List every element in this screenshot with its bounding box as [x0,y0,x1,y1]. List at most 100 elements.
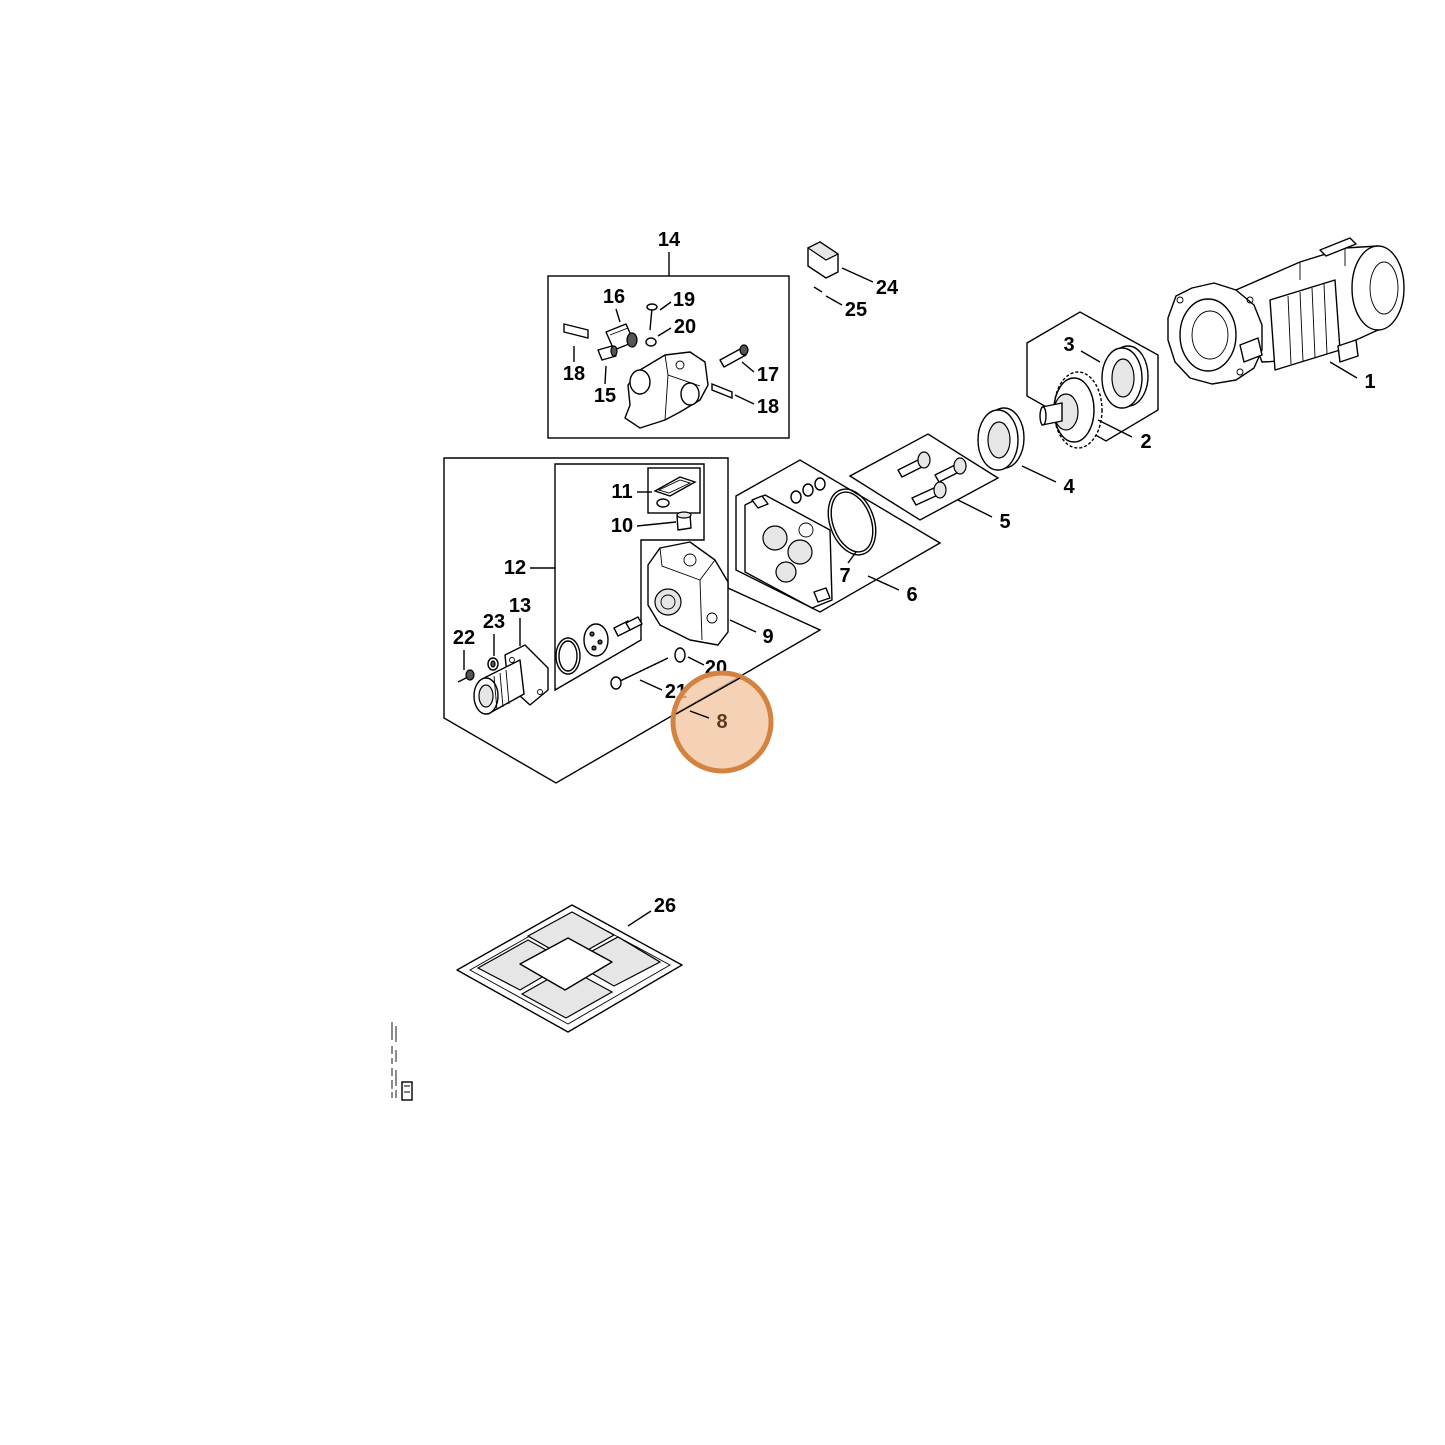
part-3-bearing [1101,345,1149,409]
part-18-seal-left [563,323,589,339]
callout-19[interactable]: 19 [673,289,695,311]
part-23-nut [487,657,499,671]
part-10-nipple-detail [676,511,692,519]
leader-line-9 [729,619,757,633]
part-18-seal-left-detail [563,323,589,339]
part-6-plate-detail [790,490,802,504]
highlighted-callout-8[interactable]: 8 [670,670,774,774]
part-13-flange-detail [493,669,510,711]
part-11-gasket-detail [653,476,697,497]
callout-10[interactable]: 10 [611,515,633,537]
part-14-valve-block-detail [664,354,701,421]
leader-line-10 [636,521,677,527]
highlight-circle[interactable] [670,670,774,774]
part-16-valve-detail [609,327,629,336]
part-5-valves-detail [953,457,967,475]
part-6-plate-detail [787,539,813,565]
part-4-seal-detail [987,421,1011,459]
part-12-kit-items-detail [583,623,609,657]
part-13-flange-detail [509,657,515,663]
part-11-gasket-detail [657,479,692,494]
callout-5[interactable]: 5 [999,511,1010,533]
part-13-flange-detail [478,684,494,708]
leader-line-2 [1097,419,1133,438]
leader-line-20-lower [687,656,705,666]
leader-line-25 [825,295,843,306]
outline-box-5 [848,433,1000,521]
outline-through-highlight [675,677,741,715]
part-21-bolt-detail [617,657,669,683]
drawing-code-stamp-detail [401,1081,413,1101]
part-17-screw [719,344,749,368]
callout-26[interactable]: 26 [654,895,676,917]
part-5-valves-detail [933,481,947,499]
part-14-valve-block [624,351,709,429]
part-1-motor-detail [1351,245,1405,331]
callout-16[interactable]: 16 [603,286,625,308]
part-9-pump-head-detail [683,553,697,567]
part-12-kit-items-detail [591,645,597,651]
leader-line-1 [1329,361,1358,379]
part-9-pump-head-detail [659,547,716,641]
part-1-motor-detail [1337,339,1359,363]
callout-24[interactable]: 24 [876,277,899,299]
part-14-valve-block-detail [680,382,700,406]
drawing-code-stamp-detail [404,1085,410,1093]
part-3-bearing-detail [1111,358,1135,398]
callout-1[interactable]: 1 [1364,371,1375,393]
callout-13[interactable]: 13 [509,595,531,617]
callout-20-upper[interactable]: 20 [674,316,696,338]
part-18-seal-right-detail [711,382,733,400]
part-1-motor-detail [1299,248,1346,280]
leader-line-3 [1080,350,1101,363]
callout-7[interactable]: 7 [839,565,850,587]
part-13-flange [473,644,549,715]
part-1-motor-detail [1236,368,1244,376]
part-20-washer-upper [645,337,657,347]
part-23-nut-detail [490,660,496,668]
part-14-valve-block-detail [675,360,685,370]
part-26-package-detail [570,936,662,987]
part-1-motor-detail [1191,310,1229,360]
leader-line-20-upper [657,327,672,337]
callout-18-left[interactable]: 18 [563,363,585,385]
callout-6[interactable]: 6 [906,584,917,606]
callout-11[interactable]: 11 [611,481,632,503]
outline-box-11 [647,467,701,514]
outline-box-6 [735,459,942,613]
part-1-motor [1167,237,1405,385]
callout-14[interactable]: 14 [658,229,681,251]
part-9-pump-head-detail [654,588,682,616]
callout-2[interactable]: 2 [1140,431,1151,453]
callout-18-right[interactable]: 18 [757,396,779,418]
part-19-screw-detail [649,307,653,331]
callout-17[interactable]: 17 [757,364,779,386]
part-7-o-ring-detail [830,491,874,553]
callout-12[interactable]: 12 [504,557,526,579]
part-9-pump-head-detail [660,594,676,610]
part-6-plate-detail [775,561,797,583]
leader-line-19 [659,301,672,311]
part-16-valve-detail [626,332,638,348]
callout-15[interactable]: 15 [594,385,616,407]
part-4-seal [977,407,1025,471]
part-6-plate [744,477,833,609]
part-12-kit-items-detail [597,639,603,645]
callout-9[interactable]: 9 [762,626,773,648]
callout-22[interactable]: 22 [453,627,475,649]
callout-23[interactable]: 23 [483,611,505,633]
part-24-clip [806,241,840,279]
callout-8[interactable]: 8 [716,711,727,733]
part-6-plate-detail [813,587,831,603]
part-19-screw [646,303,658,331]
part-12-kit-items-detail [625,616,643,631]
part-24-clip-detail [806,241,840,261]
part-9-pump-head-detail [706,612,718,624]
callout-3[interactable]: 3 [1063,334,1074,356]
part-6-plate-detail [814,477,826,491]
part-25-pin [813,286,823,293]
callout-25[interactable]: 25 [845,299,867,321]
callout-4[interactable]: 4 [1063,476,1075,498]
part-22-screw-detail [465,669,475,681]
leader-line-16 [615,308,621,323]
